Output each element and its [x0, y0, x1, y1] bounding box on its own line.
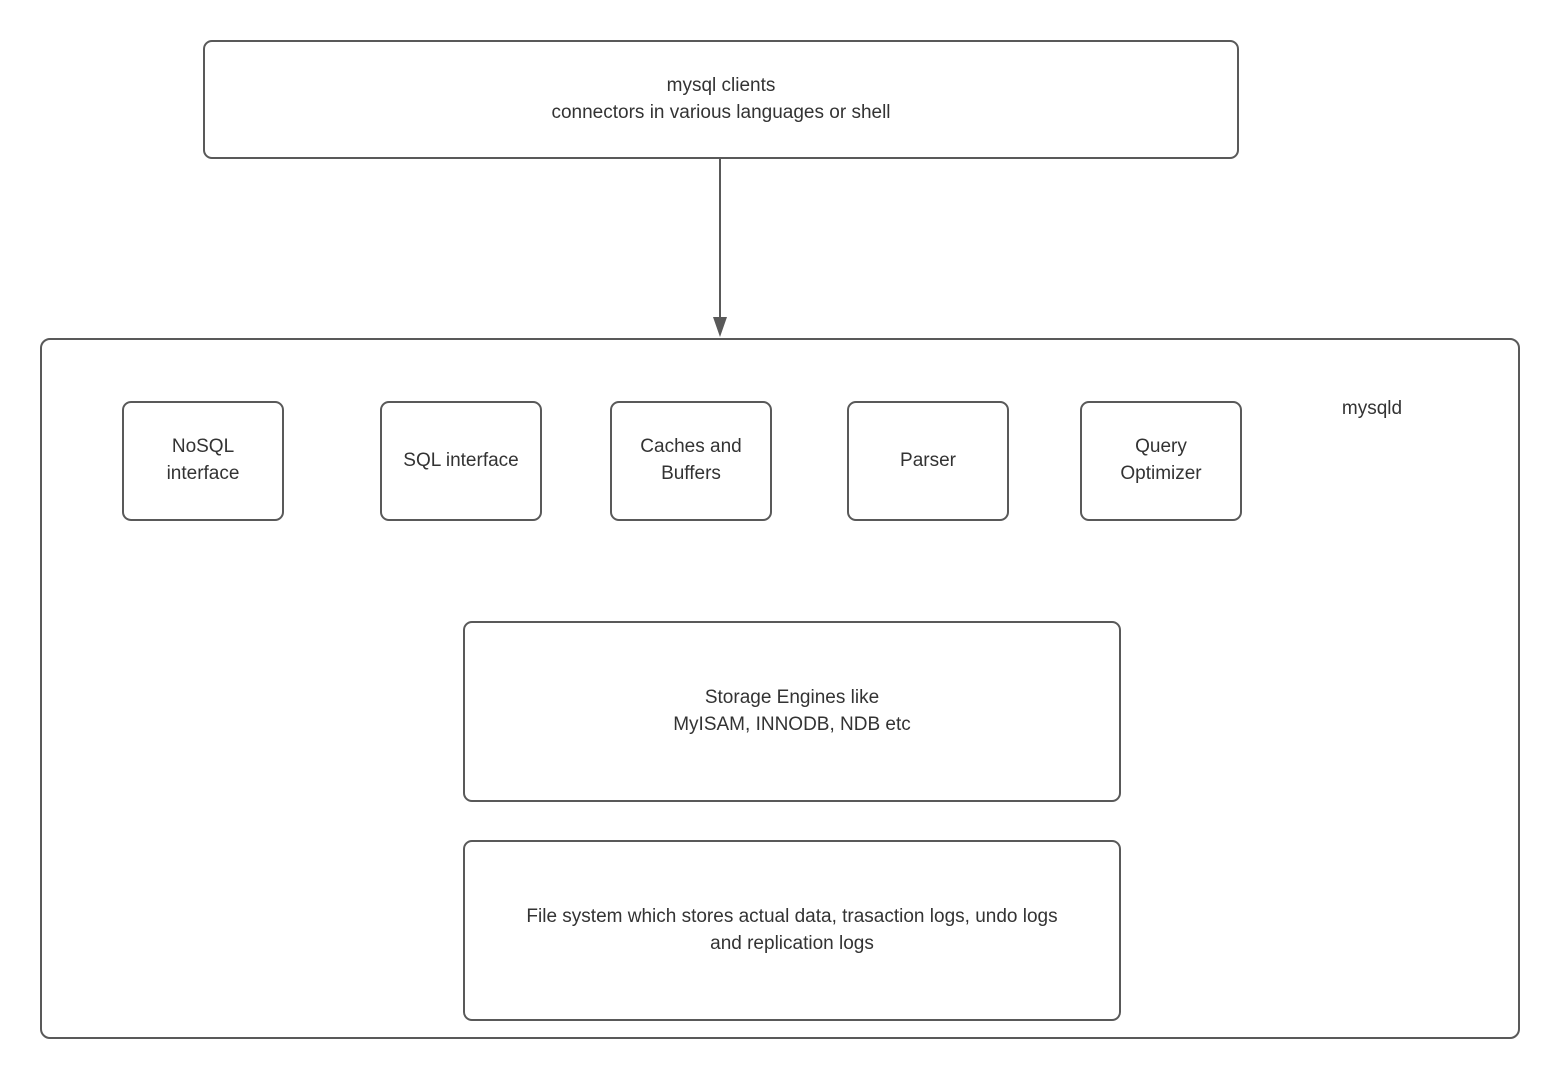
file-system-box: File system which stores actual data, tr…	[463, 840, 1121, 1021]
query-optimizer-label: Query Optimizer	[1120, 436, 1202, 484]
caches-buffers-box: Caches and Buffers	[610, 401, 772, 521]
mysql-clients-label: mysql clients connectors in various lang…	[551, 74, 891, 123]
file-system-label: File system which stores actual data, tr…	[526, 905, 1058, 954]
sql-interface-label: SQL interface	[403, 449, 519, 471]
sql-interface-box: SQL interface	[380, 401, 542, 521]
storage-engines-box: Storage Engines like MyISAM, INNODB, NDB…	[463, 621, 1121, 802]
storage-engines-label: Storage Engines like MyISAM, INNODB, NDB…	[673, 686, 911, 735]
parser-label: Parser	[900, 449, 956, 471]
nosql-interface-box: NoSQL interface	[122, 401, 284, 521]
mysqld-container-box: mysqld NoSQL interface SQL interface Cac…	[40, 338, 1520, 1039]
mysqld-label: mysqld	[1341, 398, 1403, 419]
query-optimizer-box: Query Optimizer	[1080, 401, 1242, 521]
clients-to-mysqld-arrow	[713, 159, 727, 337]
caches-buffers-label: Caches and Buffers	[640, 436, 742, 484]
nosql-interface-label: NoSQL interface	[166, 436, 240, 484]
parser-box: Parser	[847, 401, 1009, 521]
mysql-clients-box: mysql clients connectors in various lang…	[203, 40, 1239, 159]
